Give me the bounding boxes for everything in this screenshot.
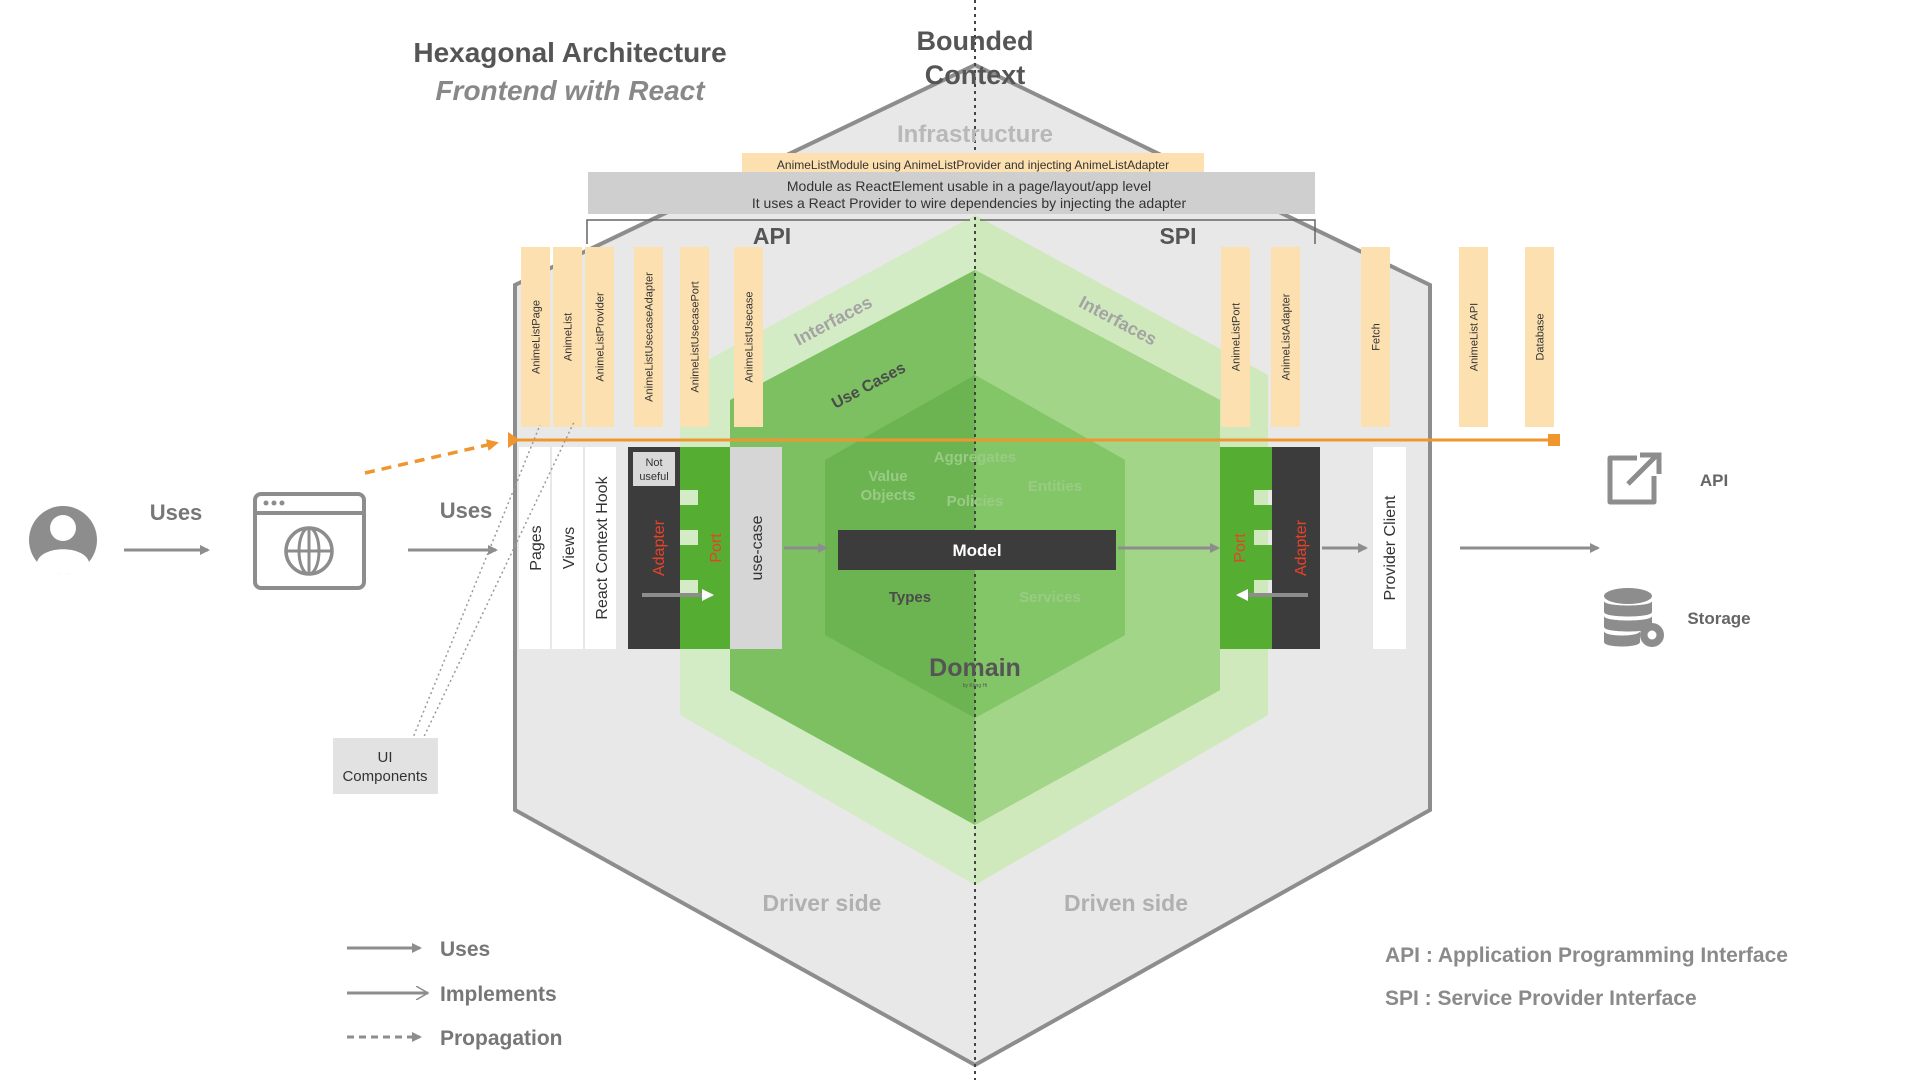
- module-banner-box: [742, 153, 1204, 175]
- ui-components-word1: UI: [378, 749, 393, 766]
- ui-components-link-2: [419, 419, 576, 746]
- module-description-line2: It uses a React Provider to wire depende…: [752, 195, 1187, 211]
- hook-label: React Context Hook: [594, 475, 611, 619]
- user-icon: [29, 506, 97, 574]
- provider-client-label: Provider Client: [1382, 495, 1399, 600]
- file-tag-label: AnimeListPort: [1231, 303, 1243, 371]
- spi-bracket: [980, 219, 1316, 244]
- external-storage-label: Storage: [1687, 609, 1750, 628]
- module-description-box: [588, 172, 1315, 214]
- file-tag-label: AnimeListUsecase: [744, 291, 756, 382]
- propagation-line-end: [1548, 434, 1560, 446]
- bounded-context-label-2: Context: [925, 60, 1026, 90]
- file-tags: AnimeListPage AnimeList AnimeListProvider A…: [521, 247, 1554, 427]
- not-useful-word2: useful: [639, 471, 668, 483]
- hook-column: [585, 447, 616, 649]
- uses-label-2: Uses: [440, 498, 493, 523]
- term-services: Services: [1019, 589, 1081, 606]
- uses-label-1: Uses: [150, 500, 203, 525]
- file-tag-box: [1525, 247, 1554, 427]
- ui-components-word2: Components: [342, 768, 427, 785]
- api-bracket: [586, 219, 970, 244]
- legend-propagation-label: Propagation: [440, 1027, 563, 1050]
- term-types: Types: [889, 589, 931, 606]
- left-adapter-label: Adapter: [651, 519, 668, 576]
- file-tag-label: AnimeListUsecaseAdapter: [644, 272, 656, 402]
- not-useful-word1: Not: [645, 457, 662, 469]
- domain-small-label: by Kong Hi: [963, 683, 987, 689]
- file-tag-label: Fetch: [1371, 323, 1383, 351]
- database-settings-icon: [1604, 588, 1664, 647]
- diagram-title: Hexagonal Architecture: [413, 37, 726, 68]
- browser-globe-icon: [253, 492, 366, 590]
- file-tag-box: [680, 247, 709, 427]
- right-adapter-block: [1272, 447, 1320, 649]
- ui-components-box: [333, 738, 438, 794]
- term-value-objects-2: Objects: [860, 487, 915, 504]
- driver-side-label: Driver side: [763, 890, 882, 916]
- file-tag-box: [553, 247, 582, 427]
- file-tag-box: [734, 247, 763, 427]
- domain-label: Domain: [929, 654, 1021, 682]
- left-port-label: Port: [708, 533, 725, 563]
- file-tag-box: [1361, 247, 1390, 427]
- pages-label: Pages: [528, 525, 545, 570]
- right-port-block: [1220, 447, 1272, 649]
- term-entities: Entities: [1028, 478, 1082, 495]
- file-tag-label: AnimeList API: [1469, 303, 1481, 371]
- file-tag-box: [1271, 247, 1300, 427]
- provider-client-column: [1373, 447, 1406, 649]
- pages-column: [519, 447, 550, 649]
- module-banner: AnimeListModule using AnimeListProvider …: [777, 158, 1169, 172]
- file-tag-label: Database: [1535, 313, 1547, 360]
- views-label: Views: [561, 527, 578, 569]
- api-definition: API : Application Programming Interface: [1385, 944, 1788, 967]
- spi-definition: SPI : Service Provider Interface: [1385, 987, 1697, 1010]
- right-adapter-label: Adapter: [1293, 519, 1310, 576]
- legend-implements-label: Implements: [440, 983, 557, 1006]
- driven-side-label: Driven side: [1064, 890, 1188, 916]
- term-policies: Policies: [947, 493, 1004, 510]
- file-tag-box: [634, 247, 663, 427]
- external-api-label: API: [1700, 471, 1728, 490]
- views-column: [552, 447, 583, 649]
- bounded-context-word1: Bounded: [917, 26, 1034, 56]
- file-tag-box: [521, 247, 550, 427]
- left-port-block: [680, 447, 730, 649]
- file-tag-box: [1459, 247, 1488, 427]
- propagation-arrow: [364, 439, 499, 475]
- external-link-icon: [1607, 452, 1662, 505]
- file-tag-label: AnimeListProvider: [595, 292, 607, 382]
- file-tag-label: AnimeList: [563, 313, 575, 361]
- file-tag-box: [585, 247, 614, 427]
- term-aggregates: Aggregates: [934, 449, 1017, 466]
- spi-label: SPI: [1159, 223, 1196, 249]
- file-tag-label: AnimeListPage: [531, 300, 543, 374]
- infrastructure-label: Infrastructure: [897, 121, 1053, 148]
- api-label: API: [753, 223, 791, 249]
- file-tag-box: [1221, 247, 1250, 427]
- right-port-label: Port: [1232, 533, 1249, 563]
- diagram-subtitle: Frontend with React: [435, 75, 706, 106]
- model-box: [838, 530, 1116, 570]
- term-value-objects: Value: [868, 468, 907, 485]
- usecase-label: use-case: [749, 515, 766, 580]
- not-useful-badge: [633, 452, 675, 486]
- legend-uses-label: Uses: [440, 938, 490, 961]
- usecase-column: [730, 447, 782, 649]
- model-label: Model: [952, 541, 1001, 560]
- file-tag-label: AnimeListUsecasePort: [690, 281, 702, 392]
- propagation-line-start: [508, 432, 520, 448]
- module-description-line1: Module as ReactElement usable in a page/…: [787, 178, 1151, 194]
- file-tag-label: AnimeListAdapter: [1281, 293, 1293, 380]
- bounded-context-label: Bounded: [917, 26, 1034, 56]
